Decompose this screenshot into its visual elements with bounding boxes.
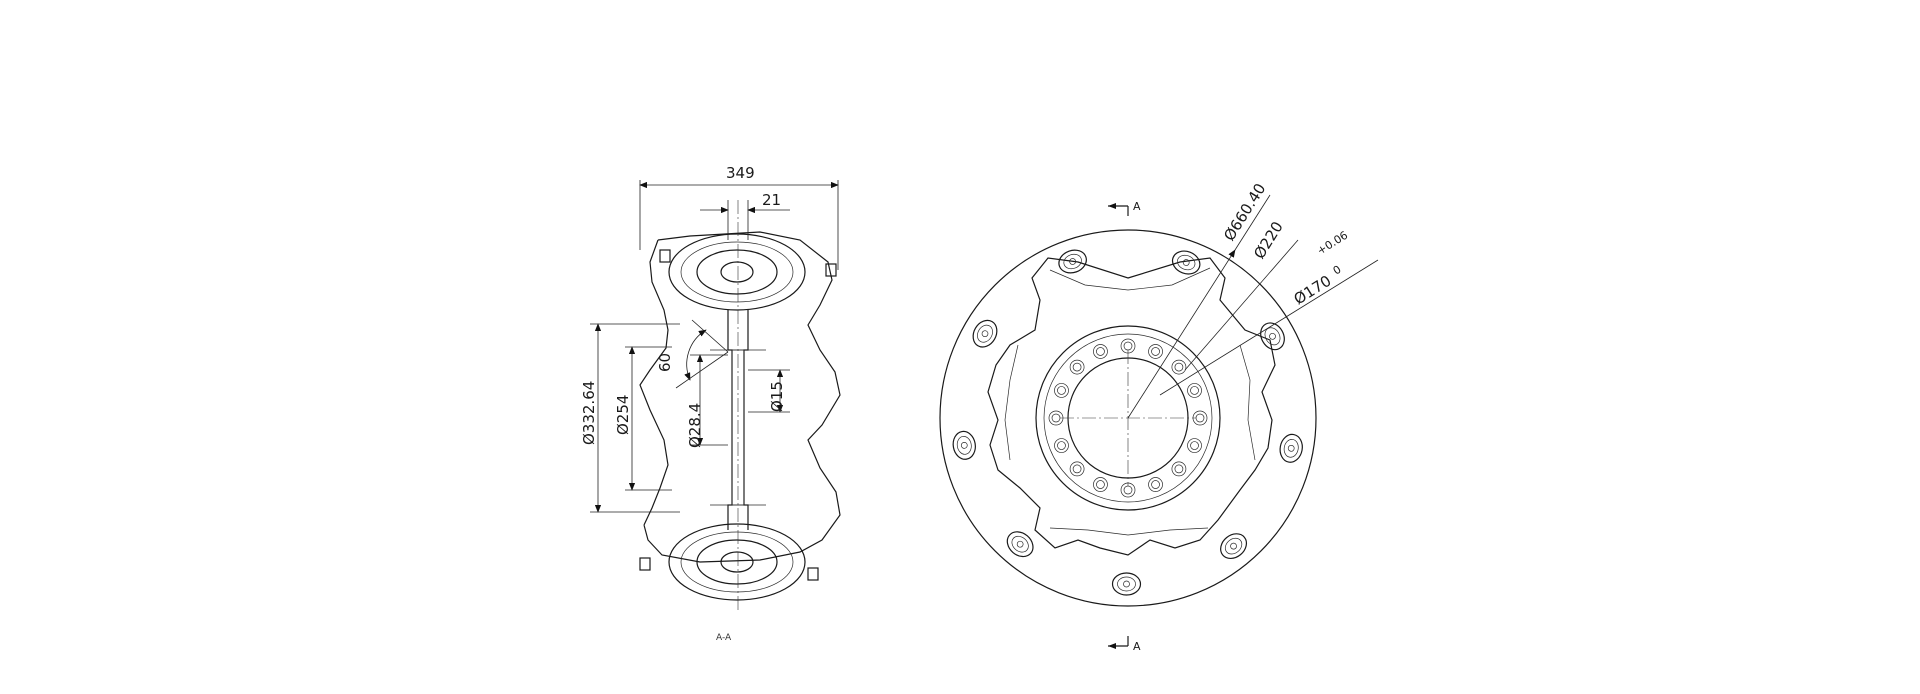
dim-diameter-inner: Ø254 — [614, 395, 632, 435]
bolt-hole — [1093, 477, 1108, 492]
roller — [952, 430, 976, 460]
bolt-hole-inner — [1190, 386, 1199, 395]
section-marker-bottom: A — [1108, 636, 1141, 653]
roller — [1006, 531, 1034, 558]
bolt-hole — [1069, 461, 1085, 477]
section-view: 349 21 Ø332.64 Ø254 60 Ø28.4 Ø15 A-A — [580, 164, 841, 643]
roller — [1220, 533, 1248, 560]
bolt-hole-inner — [1174, 362, 1184, 372]
roller — [1111, 572, 1142, 596]
bolt-hole-inner — [1190, 441, 1199, 450]
top-roller — [668, 233, 806, 311]
bolt-hole — [1148, 477, 1163, 492]
bolt-hole-inner — [1174, 464, 1184, 474]
bolt-hole-inner — [1195, 413, 1205, 423]
roller-set — [952, 249, 1303, 596]
front-view: Ø660.40 Ø220 Ø170 +0.06 0 A A — [939, 180, 1379, 653]
dim-d-hub: Ø220 — [1250, 218, 1287, 262]
bolt-hole-inner — [1072, 464, 1082, 474]
dim-overall-width: 349 — [726, 164, 755, 182]
roller — [1058, 249, 1087, 274]
dim-diameter-outer: Ø332.64 — [580, 381, 598, 445]
bolt-hole — [1054, 438, 1069, 453]
bolt-hole-inner — [1151, 347, 1160, 356]
section-caption: A-A — [716, 633, 732, 643]
dim-angle: 60 — [656, 353, 674, 372]
section-outline — [639, 231, 841, 563]
bolt-hole-inner — [1123, 341, 1133, 351]
svg-text:A: A — [1133, 640, 1141, 653]
roller — [1260, 322, 1285, 351]
dim-d-bore: Ø170 — [1291, 272, 1335, 309]
bolt-hole — [1187, 383, 1202, 398]
dim-diameter-shaft: Ø28.4 — [686, 403, 704, 448]
dim-hub-width: 21 — [762, 191, 781, 209]
bolt-hole — [1171, 359, 1187, 375]
dim-tol-lower: 0 — [1331, 263, 1344, 278]
bolt-hole — [1171, 461, 1187, 477]
bolt-hole-inner — [1096, 480, 1105, 489]
svg-text:A: A — [1133, 200, 1141, 213]
bolt-hole-inner — [1096, 347, 1105, 356]
bolt-hole — [1054, 383, 1069, 398]
bolt-hole — [1187, 438, 1202, 453]
bolt-hole-inner — [1057, 386, 1066, 395]
bolt-hole — [1148, 344, 1163, 359]
bolt-hole-inner — [1151, 480, 1160, 489]
bolt-hole — [1069, 359, 1085, 375]
bolt-hole-inner — [1051, 413, 1061, 423]
section-marker-top: A — [1108, 200, 1141, 216]
roller — [972, 319, 998, 348]
bottom-roller — [668, 523, 806, 601]
roller — [1171, 250, 1201, 275]
bolt-hole-inner — [1072, 362, 1082, 372]
bolt-hole — [1093, 344, 1108, 359]
dim-tol-upper: +0.06 — [1315, 229, 1350, 258]
dim-diameter-pin: Ø15 — [768, 381, 786, 412]
bolt-hole-inner — [1057, 441, 1066, 450]
roller — [1279, 433, 1303, 463]
bolt-hole-inner — [1123, 485, 1133, 495]
outer-rim — [939, 229, 1317, 607]
hub-outer — [1035, 325, 1221, 511]
